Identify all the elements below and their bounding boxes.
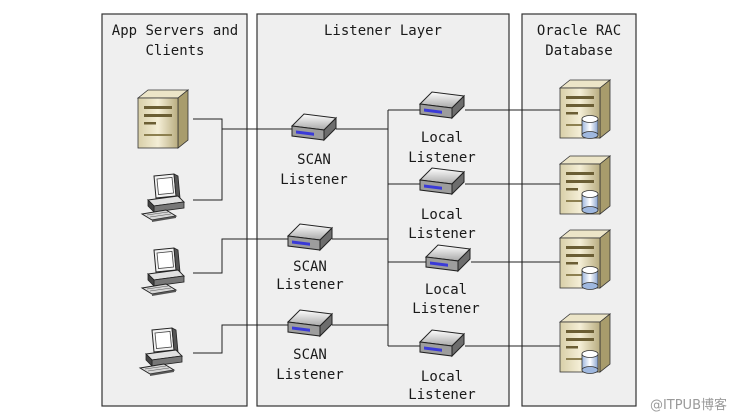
scan-listener-label-3: SCAN [293,347,327,363]
connector-line [193,118,292,130]
scan-listener-label-2b: Listener [276,277,343,293]
scan-listener-label-2: SCAN [293,259,327,275]
app-server-icon [137,89,189,149]
scan-listener-label-1: SCAN [297,152,331,168]
scan-listener-label-1b: Listener [280,172,347,188]
scan-listener-label-3b: Listener [276,367,343,383]
db-server-icon [559,229,611,290]
connection-lines [193,109,560,354]
db-server-icon [559,155,611,215]
local-listener-label-3b: Listener [412,301,479,317]
connector-line [193,238,288,274]
clients-title-line2: Clients [145,43,204,59]
local-listener-label-4b: Listener [408,387,475,403]
db-server-icon [559,79,611,139]
listener-layer-title: Listener Layer [324,23,442,39]
local-listener-label-3: Local [425,282,467,298]
listener-layer-panel [256,13,510,407]
local-listener-label-2: Local [421,207,463,223]
database-title-line1: Oracle RAC [537,23,621,39]
db-server-icon [559,313,611,374]
local-listener-label-1: Local [421,130,463,146]
clients-title-line1: App Servers and [112,23,238,39]
database-title-line2: Database [545,43,612,59]
watermark-text: @ITPUB博客 [650,397,727,413]
local-listener-label-4: Local [421,369,463,385]
connector-line [193,324,288,354]
connector-line [193,129,223,201]
local-listener-label-2b: Listener [408,226,475,242]
local-listener-label-1b: Listener [408,150,475,166]
